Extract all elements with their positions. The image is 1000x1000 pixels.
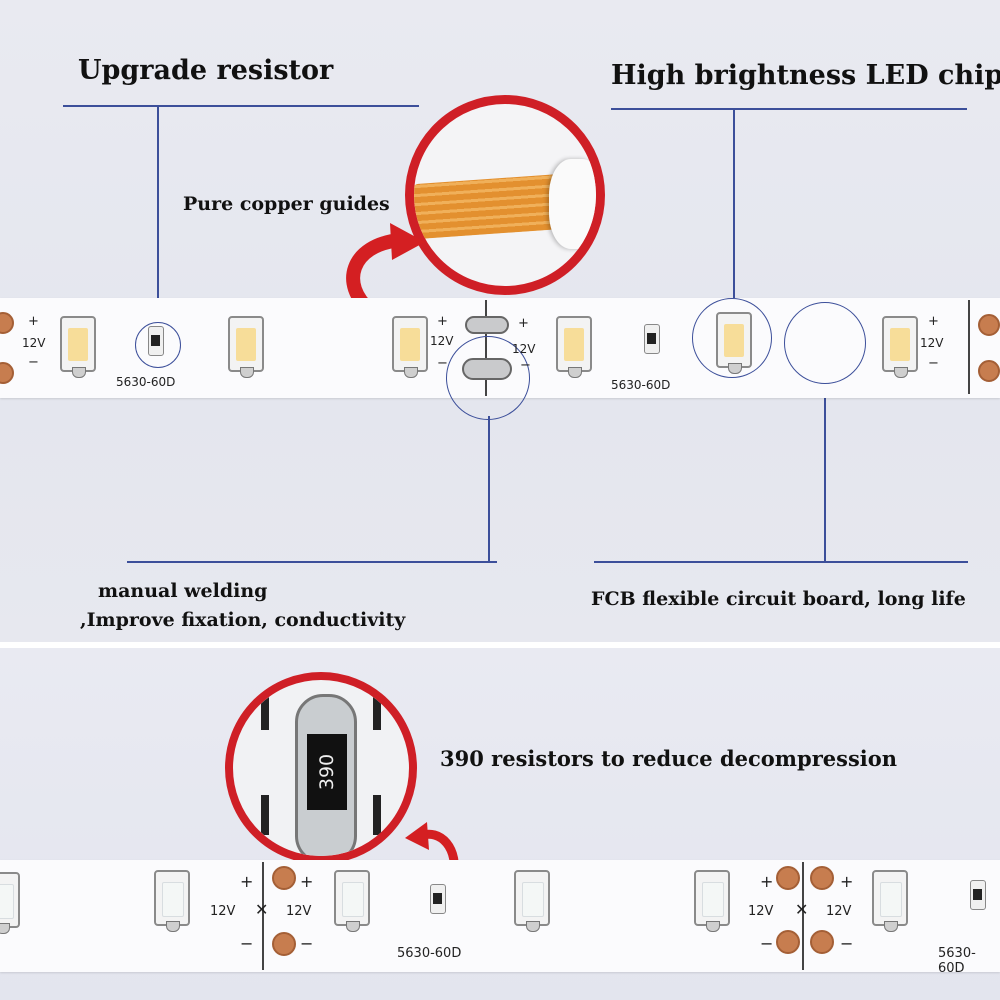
cut-mark [261, 795, 269, 835]
led-chip [882, 316, 918, 378]
led-chip [0, 872, 20, 934]
voltage-mark: 12V [286, 904, 312, 919]
solder-pad [810, 930, 834, 954]
improve-fixation-label: ,Improve fixation, conductivity [80, 609, 406, 631]
welding-underline [127, 561, 497, 563]
plus-mark: + [240, 872, 254, 891]
fcb-highlight-ring [784, 302, 866, 384]
cut-mark [373, 795, 381, 835]
model-code: 5630-60D [116, 375, 176, 389]
led-highlight-ring [692, 298, 772, 378]
cut-mark-icon: ✕ [255, 900, 269, 919]
minus-mark: − [840, 934, 854, 953]
manual-welding-label: manual welding [98, 580, 268, 602]
led-chip-leader [733, 108, 735, 298]
minus-mark: − [437, 356, 448, 371]
copper-zoom-ring [405, 95, 605, 295]
led-chip [694, 870, 730, 932]
fcb-label: FCB flexible circuit board, long life [591, 588, 966, 610]
led-chip [514, 870, 550, 932]
cut-mark [261, 690, 269, 730]
resistor-body: 390 [307, 734, 347, 810]
cut-line [968, 300, 970, 394]
led-chip [392, 316, 428, 378]
resistors-390-label: 390 resistors to reduce decompression [440, 746, 898, 771]
fcb-leader [824, 384, 826, 562]
pure-copper-label: Pure copper guides [183, 193, 390, 215]
led-chip [334, 870, 370, 932]
led-chip [228, 316, 264, 378]
voltage-mark: 12V [210, 904, 236, 919]
plus-mark: + [928, 314, 939, 329]
cut-mark [373, 690, 381, 730]
copper-foil [414, 173, 566, 240]
voltage-mark: 12V [748, 904, 774, 919]
cut-line [262, 862, 264, 970]
led-chip-underline [611, 108, 967, 110]
led-chip [60, 316, 96, 378]
led-chip [556, 316, 592, 378]
plus-mark: + [760, 872, 774, 891]
resistor [430, 884, 446, 914]
model-code: 5630-60D [611, 378, 671, 392]
resistor-value: 390 [315, 753, 338, 791]
cut-line [802, 862, 804, 970]
plus-mark: + [28, 314, 39, 329]
solder-pad [810, 866, 834, 890]
plus-mark: + [518, 316, 529, 331]
model-code: 5630-60D [397, 946, 462, 961]
voltage-mark: 12V [826, 904, 852, 919]
led-chip [154, 870, 190, 932]
upgrade-resistor-title: Upgrade resistor [78, 55, 334, 86]
minus-mark: − [520, 358, 531, 373]
welding-highlight-ring [446, 336, 530, 420]
solder-pad [776, 866, 800, 890]
resistor [644, 324, 660, 354]
solder-pad [0, 312, 14, 334]
solder-pad [978, 360, 1000, 382]
voltage-mark: 12V [920, 336, 944, 350]
fcb-underline [594, 561, 968, 563]
voltage-mark: 12V [512, 342, 536, 356]
minus-mark: − [760, 934, 774, 953]
upgrade-resistor-leader [157, 105, 159, 323]
model-code: 5630-60D [938, 946, 976, 976]
resistor-zoom-ring: 390 [225, 672, 417, 864]
minus-mark: − [300, 934, 314, 953]
panel-divider [0, 642, 1000, 648]
solder-pad [978, 314, 1000, 336]
minus-mark: − [928, 356, 939, 371]
plus-mark: + [840, 872, 854, 891]
cut-mark-icon: ✕ [795, 900, 809, 919]
minus-mark: − [28, 355, 39, 370]
plus-mark: + [437, 314, 448, 329]
solder-pad [776, 930, 800, 954]
high-brightness-title: High brightness LED chip [611, 60, 1000, 91]
voltage-mark: 12V [22, 336, 46, 350]
welding-joint [465, 316, 509, 334]
welding-leader [488, 416, 490, 562]
resistor-highlight-ring [135, 322, 181, 368]
minus-mark: − [240, 934, 254, 953]
upgrade-resistor-underline [63, 105, 419, 107]
voltage-mark: 12V [430, 334, 454, 348]
plus-mark: + [300, 872, 314, 891]
copper-foil-curl [549, 159, 596, 249]
resistor [970, 880, 986, 910]
solder-pad [272, 932, 296, 956]
led-chip [872, 870, 908, 932]
solder-pad [0, 362, 14, 384]
solder-pad [272, 866, 296, 890]
